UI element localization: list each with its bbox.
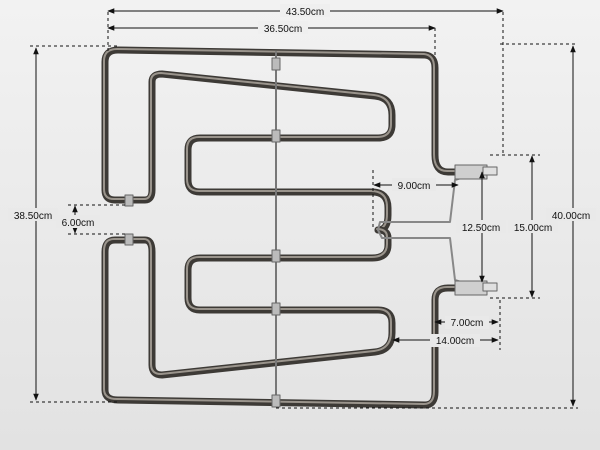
label-terminal-offset: 9.00cm bbox=[398, 181, 431, 192]
label-left-height: 38.50cm bbox=[14, 211, 52, 222]
clip bbox=[124, 233, 134, 246]
clip bbox=[271, 57, 281, 71]
label-inner-width: 36.50cm bbox=[264, 24, 302, 35]
upper-coil bbox=[101, 46, 464, 234]
clip bbox=[271, 129, 281, 143]
clip bbox=[271, 249, 281, 263]
dimension-labels: 43.50cm 36.50cm 38.50cm 40.00cm 6.00cm 9… bbox=[8, 4, 596, 347]
extension-lines bbox=[30, 12, 578, 409]
terminals bbox=[454, 164, 498, 296]
support-rod bbox=[124, 51, 281, 408]
label-bracket-short: 7.00cm bbox=[451, 318, 484, 329]
clip bbox=[271, 394, 281, 408]
label-terminal-spacing-inner: 12.50cm bbox=[462, 223, 500, 234]
clip bbox=[124, 194, 134, 207]
label-right-height: 40.00cm bbox=[552, 211, 590, 222]
label-overall-width: 43.50cm bbox=[286, 7, 324, 18]
clip bbox=[271, 302, 281, 316]
label-bracket-long: 14.00cm bbox=[436, 336, 474, 347]
upper-terminal-lug bbox=[482, 166, 498, 176]
label-terminal-spacing-outer: 15.00cm bbox=[514, 223, 552, 234]
lower-terminal-lug bbox=[482, 282, 498, 292]
heating-element bbox=[101, 46, 498, 409]
lower-terminal bbox=[454, 280, 488, 296]
label-center-gap: 6.00cm bbox=[62, 218, 95, 229]
